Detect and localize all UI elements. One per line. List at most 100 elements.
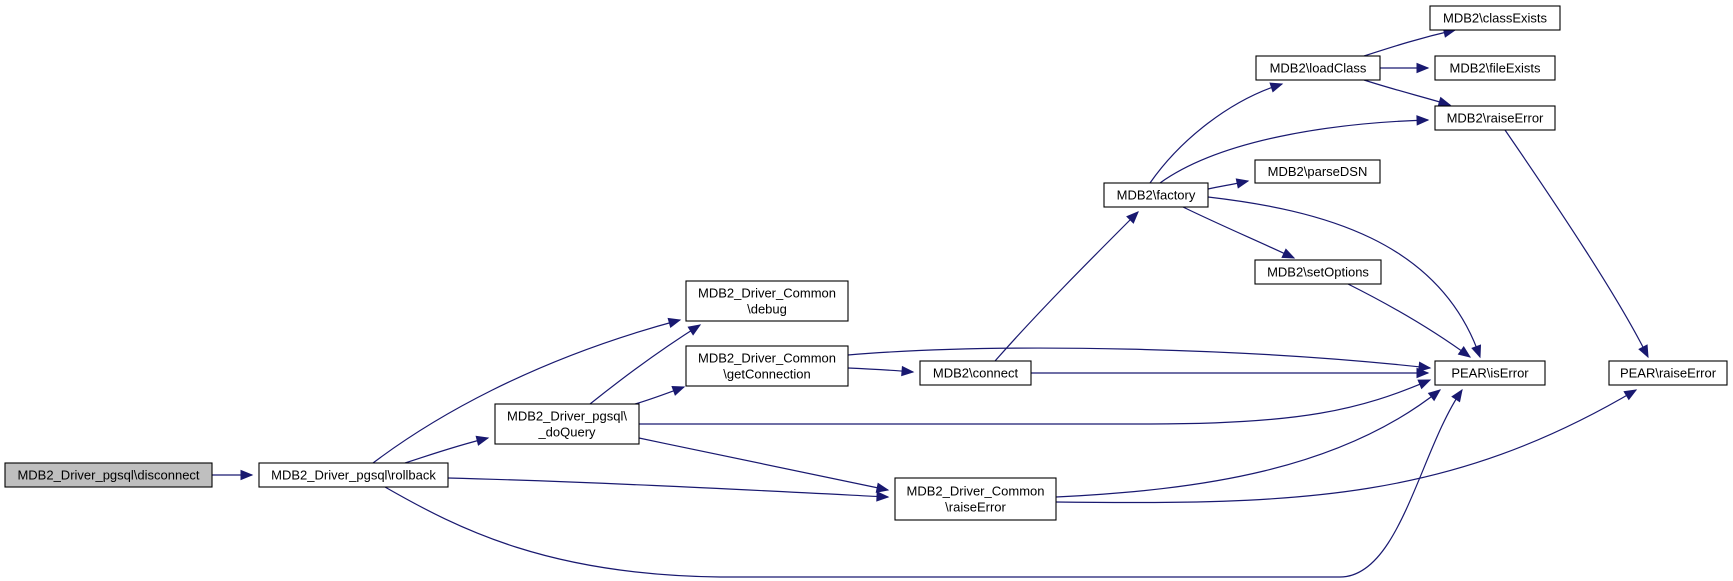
arrowhead-icon	[667, 317, 682, 329]
edge-doQuery-to-getConnection	[634, 385, 686, 405]
arrowhead-icon	[1126, 211, 1139, 224]
node-box	[494, 403, 640, 445]
edge-loadClass-to-mdb2RaiseError	[1363, 79, 1452, 107]
arrowhead-icon	[1269, 82, 1284, 93]
node-isError[interactable]: PEAR\isError	[1434, 360, 1546, 386]
node-parseDSN[interactable]: MDB2\parseDSN	[1254, 159, 1381, 184]
edge-line	[589, 324, 701, 405]
edge-line	[639, 379, 1431, 425]
arrowhead-icon	[475, 435, 490, 446]
edge-loadClass-to-classExists	[1363, 27, 1457, 57]
node-label: PEAR\raiseError	[1620, 366, 1717, 381]
edge-factory-to-loadClass	[1149, 82, 1284, 184]
node-label: MDB2_Driver_pgsql\disconnect	[17, 468, 199, 483]
node-label: \raiseError	[945, 500, 1006, 515]
node-label: MDB2\classExists	[1443, 11, 1548, 26]
edge-line	[1363, 79, 1451, 106]
edge-rollback-to-commonRaiseError	[447, 477, 890, 502]
edge-doQuery-to-isError	[639, 379, 1432, 425]
node-box	[4, 462, 213, 488]
edge-line	[1159, 119, 1429, 184]
node-box	[258, 462, 449, 488]
edge-disconnect-to-rollback	[212, 469, 254, 481]
edge-rollback-to-debug	[372, 317, 682, 464]
arrowhead-icon	[876, 491, 890, 502]
edge-doQuery-to-commonRaiseError	[638, 437, 890, 493]
edge-line	[847, 347, 1431, 369]
node-fileExists[interactable]: MDB2\fileExists	[1434, 55, 1556, 81]
edge-getConnection-to-isError	[847, 347, 1432, 372]
node-box	[1103, 182, 1209, 208]
node-label: MDB2\loadClass	[1270, 61, 1367, 76]
arrowhead-icon	[1416, 115, 1430, 126]
edge-commonRaiseError-to-isError	[1055, 389, 1442, 498]
arrowhead-icon	[240, 469, 254, 481]
node-rollback[interactable]: MDB2_Driver_pgsql\rollback	[258, 462, 449, 488]
edge-doQuery-to-debug	[589, 324, 702, 405]
node-box	[894, 477, 1057, 521]
node-label: MDB2_Driver_Common	[698, 351, 836, 366]
edge-line	[1182, 206, 1295, 259]
node-doQuery[interactable]: MDB2_Driver_pgsql\_doQuery	[494, 403, 640, 445]
arrowhead-icon	[1451, 388, 1463, 403]
edge-line	[372, 319, 681, 464]
edge-line	[404, 437, 489, 464]
node-connect[interactable]: MDB2\connect	[919, 360, 1032, 386]
node-box	[1608, 360, 1728, 386]
edge-setOptions-to-isError	[1347, 283, 1472, 358]
arrowhead-icon	[1416, 367, 1430, 379]
node-loadClass[interactable]: MDB2\loadClass	[1255, 55, 1381, 81]
arrowhead-icon	[1281, 248, 1296, 259]
node-label: MDB2\connect	[933, 366, 1019, 381]
node-label: \getConnection	[723, 367, 810, 382]
node-box	[919, 360, 1032, 386]
edge-line	[994, 211, 1139, 362]
arrowhead-icon	[671, 385, 686, 396]
arrowhead-icon	[1623, 389, 1638, 401]
edge-line	[1207, 196, 1481, 358]
node-label: MDB2\factory	[1117, 188, 1196, 203]
edge-commonRaiseError-to-pearRaiseError	[1055, 389, 1638, 504]
node-label: MDB2_Driver_Common	[907, 484, 1045, 499]
edge-line	[1504, 129, 1649, 358]
arrowhead-icon	[875, 482, 890, 493]
edge-factory-to-parseDSN	[1207, 178, 1250, 190]
edge-connect-to-isError	[1031, 367, 1430, 379]
node-disconnect[interactable]: MDB2_Driver_pgsql\disconnect	[4, 462, 213, 488]
node-label: _doQuery	[537, 425, 596, 440]
node-label: MDB2\fileExists	[1449, 61, 1541, 76]
edge-getConnection-to-connect	[847, 365, 915, 377]
edges-layer	[212, 27, 1649, 578]
node-commonRaiseError[interactable]: MDB2_Driver_Common\raiseError	[894, 477, 1057, 521]
edge-mdb2RaiseError-to-pearRaiseError	[1504, 129, 1649, 359]
edge-line	[1363, 29, 1456, 57]
node-classExists[interactable]: MDB2\classExists	[1429, 5, 1561, 31]
edge-line	[1347, 283, 1471, 358]
node-label: PEAR\isError	[1451, 366, 1529, 381]
node-pearRaiseError[interactable]: PEAR\raiseError	[1608, 360, 1728, 386]
edge-rollback-to-doQuery	[404, 435, 490, 464]
node-debug[interactable]: MDB2_Driver_Common\debug	[685, 280, 849, 322]
edge-line	[384, 389, 1463, 578]
arrowhead-icon	[901, 365, 915, 377]
node-getConnection[interactable]: MDB2_Driver_Common\getConnection	[685, 345, 849, 387]
node-box	[1254, 159, 1381, 184]
arrowhead-icon	[1437, 96, 1452, 107]
node-factory[interactable]: MDB2\factory	[1103, 182, 1209, 208]
edge-line	[447, 477, 889, 498]
node-box	[685, 345, 849, 387]
arrowhead-icon	[1417, 379, 1432, 390]
node-mdb2RaiseError[interactable]: MDB2\raiseError	[1434, 105, 1556, 131]
node-label: MDB2\setOptions	[1267, 265, 1369, 280]
edge-line	[1149, 83, 1283, 184]
edge-factory-to-isError	[1207, 196, 1482, 359]
edge-factory-to-setOptions	[1182, 206, 1296, 259]
arrowhead-icon	[1471, 344, 1482, 359]
node-box	[1429, 5, 1561, 31]
arrowhead-icon	[1427, 389, 1442, 402]
node-box	[1434, 105, 1556, 131]
node-setOptions[interactable]: MDB2\setOptions	[1254, 259, 1382, 285]
arrowhead-icon	[687, 324, 702, 336]
node-label: MDB2\raiseError	[1447, 111, 1544, 126]
